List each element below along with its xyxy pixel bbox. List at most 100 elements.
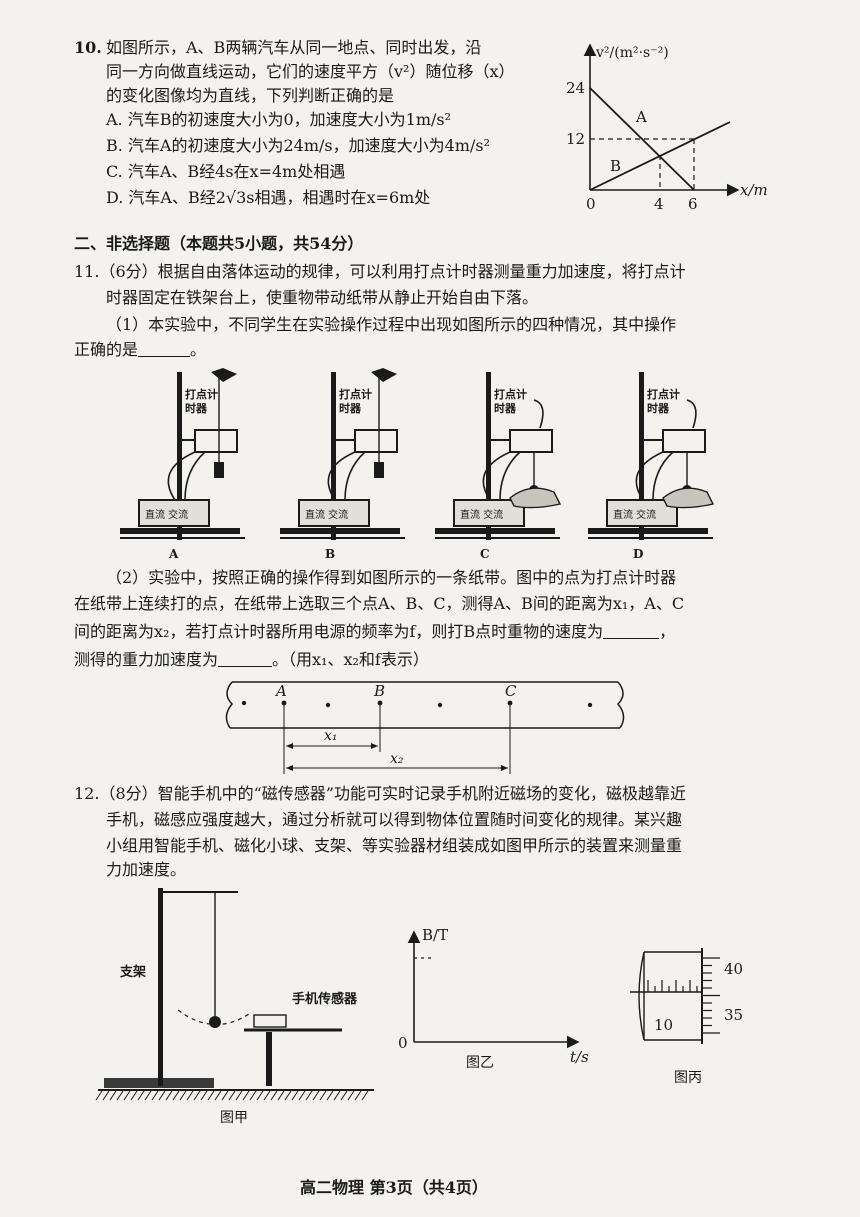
ytick-24: 24 [566, 79, 585, 97]
q11-part2-line-3: 间的距离为x₂，若打点计时器所用电源的频率为f，则打B点时重物的速度为 ， [74, 620, 675, 644]
point-a-label: A [274, 682, 287, 700]
answer-blank-2[interactable] [603, 622, 660, 639]
svg-text:打点计: 打点计 [494, 387, 527, 401]
x2-label: x₂ [390, 751, 404, 767]
y-axis-label: v²/(m²·s⁻²) [595, 45, 669, 61]
line-a-label: A [635, 108, 647, 126]
stand-pole [158, 888, 163, 1086]
answer-blank-1[interactable] [138, 340, 191, 357]
q11-part1-prompt: 正确的是 [74, 340, 139, 359]
hand-holding-tape-icon [211, 368, 237, 382]
fig-yi-caption: 图乙 [466, 1055, 494, 1071]
q10-option-a: A. 汽车B的初速度大小为0，加速度大小为1m/s² [106, 110, 452, 129]
tape-dot [587, 702, 593, 708]
section-2-heading: 二、非选择题（本题共5小题，共54分） [74, 234, 364, 253]
power-supply [606, 499, 678, 527]
hand-icon [509, 487, 562, 509]
tape-right-edge [616, 681, 625, 729]
svg-text:直流 交流: 直流 交流 [305, 508, 348, 521]
svg-text:直流 交流: 直流 交流 [613, 508, 656, 521]
figure-jia: 支架 手机传感器 图甲 [95, 888, 374, 1126]
point-c-label: C [505, 682, 517, 700]
q10-number: 10. [74, 38, 102, 57]
origin-label: 0 [586, 195, 596, 213]
fig-yi-origin: 0 [398, 1034, 408, 1052]
q11-line-2: 时器固定在铁架台上，使重物带动纸带从静止开始自由下落。 [106, 288, 539, 307]
sleeve-reading: 10 [654, 1016, 673, 1034]
q11-line-1: 11.（6分）根据自由落体运动的规律，可以利用打点计时器测量重力加速度，将打点计 [74, 262, 686, 281]
q11-part1-line-2: 正确的是 。 [74, 338, 206, 362]
q10-stem-line-2: 同一方向做直线运动，它们的速度平方（v²）随位移（x） [106, 62, 515, 81]
q11-part2-g-prompt: 测得的重力加速度为 [74, 650, 219, 669]
q11-part2-line-4: 测得的重力加速度为 。（用x₁、x₂和f表示） [74, 648, 429, 672]
timer-box [509, 429, 553, 453]
q11-part2-hint: 。（用x₁、x₂和f表示） [272, 650, 429, 669]
q12-line-2: 手机，磁感应强度越大，通过分析就可以得到物体位置随时间变化的规律。某兴趣 [106, 810, 683, 829]
q12-line-3: 小组用智能手机、磁化小球、支架、等实验器材组装成如图甲所示的装置来测量重 [106, 836, 683, 855]
swing-path [177, 1009, 253, 1026]
svg-text:时器: 时器 [339, 401, 362, 415]
fig-jia-caption: 图甲 [220, 1110, 248, 1126]
table-leg [266, 1032, 272, 1086]
x1-label: x₁ [324, 728, 338, 744]
ytick-12: 12 [566, 130, 585, 148]
line-b-label: B [610, 157, 621, 175]
svg-text:打点计: 打点计 [185, 387, 218, 401]
svg-text:直流 交流: 直流 交流 [460, 508, 503, 521]
stand-base [104, 1078, 214, 1088]
timer-box [194, 429, 238, 453]
apparatus-caption: C [480, 547, 490, 560]
thimble-40: 40 [724, 960, 743, 978]
timer-box [354, 429, 398, 453]
tape-left-edge [225, 681, 234, 729]
tape-dot [437, 702, 443, 708]
x-axis-label: x/m [740, 181, 768, 199]
xtick-4: 4 [654, 195, 664, 213]
q12-line-1: 12.（8分）智能手机中的“磁传感器”功能可实时记录手机附近磁场的变化，磁极越靠… [74, 784, 686, 803]
q11-part2-line-1: （2）实验中，按照正确的操作得到如图所示的一条纸带。图中的点为打点计时器 [106, 568, 677, 587]
q11-part2-comma: ， [659, 622, 676, 641]
answer-blank-3[interactable] [218, 650, 273, 667]
sensor-label: 手机传感器 [292, 991, 358, 1007]
q12-line-4: 力加速度。 [106, 860, 187, 879]
apparatus-caption: B [325, 547, 335, 560]
stand-label: 支架 [119, 964, 146, 980]
power-supply [298, 499, 370, 527]
weight [214, 462, 224, 478]
power-supply [453, 499, 525, 527]
timer-box [662, 429, 706, 453]
paper-tape-figure: A B C x₁ x₂ [225, 681, 625, 774]
power-supply [138, 499, 210, 527]
q10-stem-line-1: 如图所示，A、B两辆汽车从同一地点、同时出发，沿 [106, 38, 482, 57]
q11-part1-period: 。 [190, 340, 207, 359]
figure-yi: B/T 0 t/s 图乙 [398, 926, 589, 1071]
svg-text:直流 交流: 直流 交流 [145, 508, 188, 521]
point-b-label: B [373, 682, 385, 700]
apparatus-caption: A [168, 547, 179, 560]
line-a [589, 87, 695, 191]
q10-v2-x-graph: v²/(m²·s⁻²) x/m 0 24 12 4 6 A B [566, 43, 768, 213]
svg-text:打点计: 打点计 [339, 387, 372, 401]
svg-text:打点计: 打点计 [647, 387, 680, 401]
q10-option-d: D. 汽车A、B经2√3s相遇，相遇时在x=6m处 [106, 188, 431, 207]
q10-option-b: B. 汽车A的初速度大小为24m/s，加速度大小为4m/s² [106, 136, 490, 155]
magnetic-ball [209, 1016, 221, 1028]
hand-holding-tape-icon [371, 368, 397, 382]
q10-stem-line-3: 的变化图像均为直线，下列判断正确的是 [106, 86, 395, 105]
q10-option-c: C. 汽车A、B经4s在x=4m处相遇 [106, 162, 346, 181]
xtick-6: 6 [688, 195, 698, 213]
apparatus-caption: D [633, 547, 643, 560]
svg-text:时器: 时器 [494, 401, 517, 415]
hand-icon [662, 487, 715, 509]
figure-bing-micrometer: 10 40 35 图丙 [630, 948, 743, 1086]
tape-dot [325, 702, 331, 708]
t-axis-label: t/s [570, 1048, 589, 1066]
fig-bing-caption: 图丙 [674, 1070, 702, 1086]
q11-part2-velocity-prompt: 间的距离为x₂，若打点计时器所用电源的频率为f，则打B点时重物的速度为 [74, 622, 604, 641]
q11-part2-line-2: 在纸带上连续打的点，在纸带上选取三个点A、B、C，测得A、B间的距离为x₁，A、… [74, 594, 685, 613]
